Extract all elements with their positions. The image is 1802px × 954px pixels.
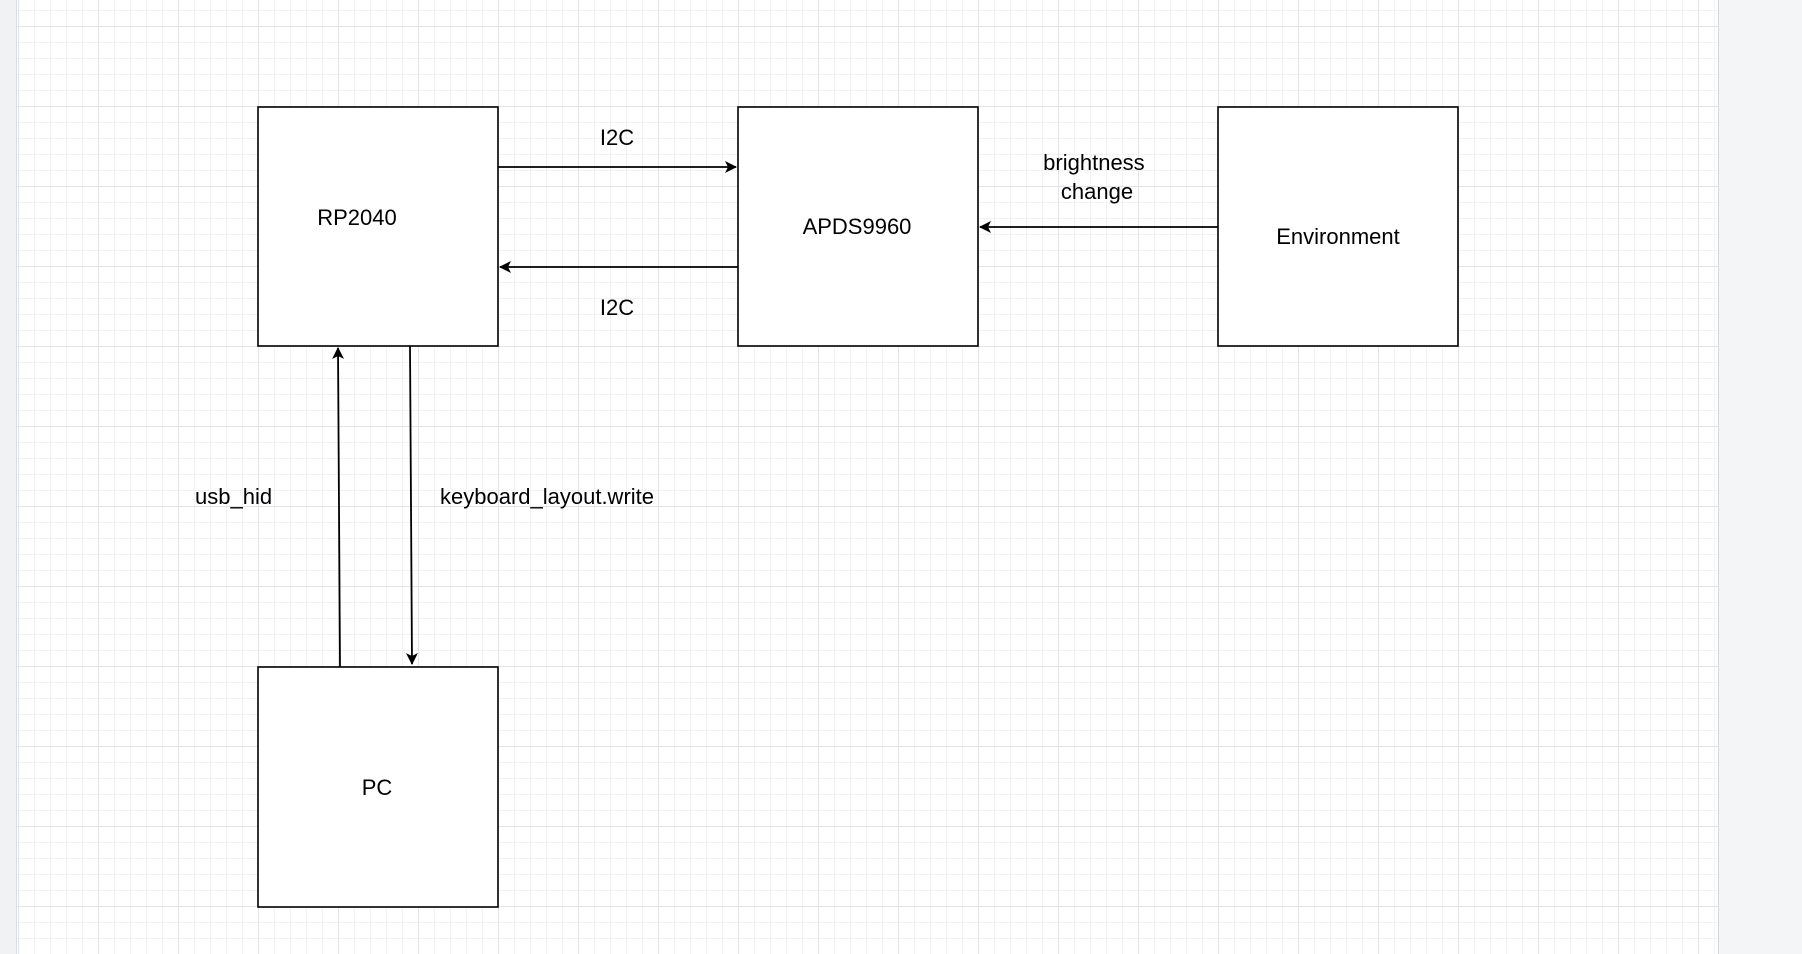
edge-i2c-rp-to-apds-label: I2C [600,125,634,150]
edge-rp-to-pc[interactable]: keyboard_layout.write [405,345,654,665]
edge-env-to-apds-label: brightness change [1043,150,1151,204]
node-environment[interactable]: Environment [1217,106,1459,347]
edge-pc-to-rp-label: usb_hid [195,484,272,509]
node-rp2040[interactable]: RP2040 [257,106,499,347]
node-apds9960-label: APDS9960 [803,214,912,239]
left-sidebar-strip [0,0,17,954]
edge-i2c-apds-to-rp[interactable]: I2C [499,261,738,320]
edge-env-to-apds[interactable]: brightness change [979,150,1218,233]
edge-env-to-apds-label-line2: change [1061,179,1133,204]
node-pc[interactable]: PC [257,666,499,908]
node-environment-label: Environment [1276,224,1400,249]
node-rp2040-label: RP2040 [317,205,397,230]
edge-env-to-apds-label-line1: brightness [1043,150,1145,175]
edge-i2c-apds-to-rp-label: I2C [600,295,634,320]
edge-i2c-rp-to-apds[interactable]: I2C [498,125,737,173]
right-panel [1719,0,1802,954]
node-pc-label: PC [362,775,393,800]
node-apds9960[interactable]: APDS9960 [737,106,979,347]
edge-rp-to-pc-label: keyboard_layout.write [440,484,654,509]
edge-pc-to-rp[interactable]: usb_hid [195,347,345,668]
